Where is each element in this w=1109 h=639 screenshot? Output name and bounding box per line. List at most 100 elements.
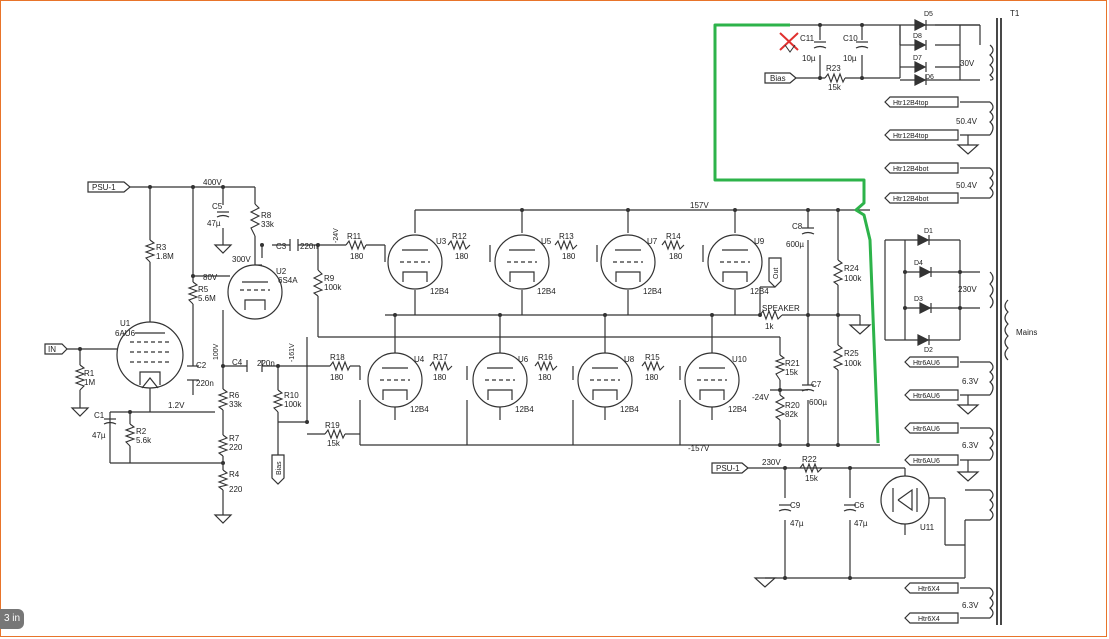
svg-text:180: 180 xyxy=(433,373,447,382)
svg-text:Htr6AU6: Htr6AU6 xyxy=(913,393,940,400)
svg-text:C1: C1 xyxy=(94,411,105,420)
svg-text:5.6k: 5.6k xyxy=(136,436,152,445)
svg-text:15k: 15k xyxy=(327,439,341,448)
svg-text:R18: R18 xyxy=(330,353,345,362)
red-cross-mark xyxy=(779,32,799,53)
svg-text:C3: C3 xyxy=(276,242,287,251)
capacitor-c8 xyxy=(801,227,815,235)
resistor-r20 xyxy=(774,394,786,421)
svg-text:R23: R23 xyxy=(826,64,841,73)
port-htr6x4-1: Htr6X4 xyxy=(904,582,959,594)
svg-text:R15: R15 xyxy=(645,353,660,362)
tube-u5 xyxy=(494,234,550,290)
resistor-r10 xyxy=(272,389,284,413)
svg-text:12B4: 12B4 xyxy=(620,405,639,414)
port-htr12b4bot-2: Htr12B4bot xyxy=(884,192,959,204)
svg-text:Htr6AU6: Htr6AU6 xyxy=(913,458,940,465)
svg-text:U7: U7 xyxy=(647,237,658,246)
svg-text:U3: U3 xyxy=(436,237,447,246)
ground-r1 xyxy=(70,407,90,417)
svg-text:D4: D4 xyxy=(914,260,923,267)
ground-htr6au6-b xyxy=(956,471,980,482)
resistor-r11 xyxy=(345,239,367,251)
port-psu-left: PSU-1 xyxy=(87,181,131,193)
svg-text:Htr6X4: Htr6X4 xyxy=(918,586,940,593)
tube-u2 xyxy=(227,264,283,320)
diode-d7 xyxy=(914,61,927,73)
svg-text:Bias: Bias xyxy=(276,461,283,475)
tube-u7 xyxy=(600,234,656,290)
capacitor-c5 xyxy=(216,211,230,218)
svg-text:600µ: 600µ xyxy=(809,398,827,407)
svg-text:Bias: Bias xyxy=(770,74,786,83)
svg-text:U8: U8 xyxy=(624,355,635,364)
resistor-r22 xyxy=(799,462,823,474)
resistor-r3 xyxy=(144,239,156,263)
resistor-r1 xyxy=(74,364,86,391)
svg-text:12B4: 12B4 xyxy=(410,405,429,414)
port-htr6au6-4: Htr6AU6 xyxy=(904,454,959,466)
svg-text:47µ: 47µ xyxy=(207,219,221,228)
svg-text:D1: D1 xyxy=(924,228,933,235)
resistor-r8 xyxy=(249,203,261,237)
svg-text:U1: U1 xyxy=(120,319,131,328)
grounds xyxy=(70,144,980,588)
resistor-r14 xyxy=(661,239,685,251)
port-htr6au6-2: Htr6AU6 xyxy=(904,389,959,401)
voltage-230v-psu: 230V xyxy=(762,458,781,467)
winding-6-3v-b xyxy=(989,427,994,461)
svg-text:47µ: 47µ xyxy=(92,431,106,440)
svg-text:5.6M: 5.6M xyxy=(198,294,216,303)
diode-d1 xyxy=(917,234,930,246)
voltage-6-3v-a: 6.3V xyxy=(962,377,979,386)
voltage-30v: 30V xyxy=(960,59,975,68)
svg-text:180: 180 xyxy=(538,373,552,382)
svg-text:R22: R22 xyxy=(802,455,817,464)
svg-text:12B4: 12B4 xyxy=(537,287,556,296)
svg-text:R10: R10 xyxy=(284,391,299,400)
svg-text:12B4: 12B4 xyxy=(430,287,449,296)
svg-text:Htr12B4bot: Htr12B4bot xyxy=(893,196,928,203)
svg-text:100k: 100k xyxy=(324,283,342,292)
svg-text:D3: D3 xyxy=(914,296,923,303)
resistor-r5 xyxy=(187,281,199,305)
svg-text:R7: R7 xyxy=(229,434,240,443)
svg-text:U6: U6 xyxy=(518,355,529,364)
svg-text:6S4A: 6S4A xyxy=(278,276,298,285)
port-flags: PSU-1 IN PSU-1 Bias Bias Out Htr12B4top … xyxy=(44,72,959,624)
diode-d5 xyxy=(914,19,927,31)
diode-d6 xyxy=(914,74,927,86)
svg-text:R11: R11 xyxy=(347,232,362,241)
svg-text:180: 180 xyxy=(330,373,344,382)
svg-text:47µ: 47µ xyxy=(854,519,868,528)
port-htr12b4top-1: Htr12B4top xyxy=(884,96,959,108)
port-htr6au6-1: Htr6AU6 xyxy=(904,356,959,368)
voltage-400v: 400V xyxy=(203,178,222,187)
voltage-100v: 100V xyxy=(213,343,220,360)
transformer-windings xyxy=(989,44,1009,619)
svg-text:R6: R6 xyxy=(229,391,240,400)
winding-mains xyxy=(1004,299,1009,361)
tube-u8 xyxy=(577,352,633,408)
voltage-neg24-right: -24V xyxy=(752,393,770,402)
resistor-r21 xyxy=(774,354,786,381)
svg-text:R20: R20 xyxy=(785,401,800,410)
speaker-label: SPEAKER xyxy=(762,304,800,313)
voltage-50-4v-b: 50.4V xyxy=(956,181,978,190)
ground-r4 xyxy=(213,514,233,524)
svg-text:180: 180 xyxy=(350,252,364,261)
svg-text:PSU-1: PSU-1 xyxy=(92,183,116,192)
svg-text:33k: 33k xyxy=(261,220,275,229)
port-htr12b4bot-1: Htr12B4bot xyxy=(884,162,959,174)
svg-text:R17: R17 xyxy=(433,353,448,362)
svg-text:D7: D7 xyxy=(913,55,922,62)
ground-psu xyxy=(753,577,777,588)
svg-text:R3: R3 xyxy=(156,243,167,252)
svg-text:180: 180 xyxy=(562,252,576,261)
port-psu-right: PSU-1 xyxy=(711,462,749,474)
svg-text:Htr6AU6: Htr6AU6 xyxy=(913,360,940,367)
svg-text:C7: C7 xyxy=(811,380,822,389)
svg-text:10µ: 10µ xyxy=(802,54,816,63)
capacitor-c1 xyxy=(103,418,117,425)
